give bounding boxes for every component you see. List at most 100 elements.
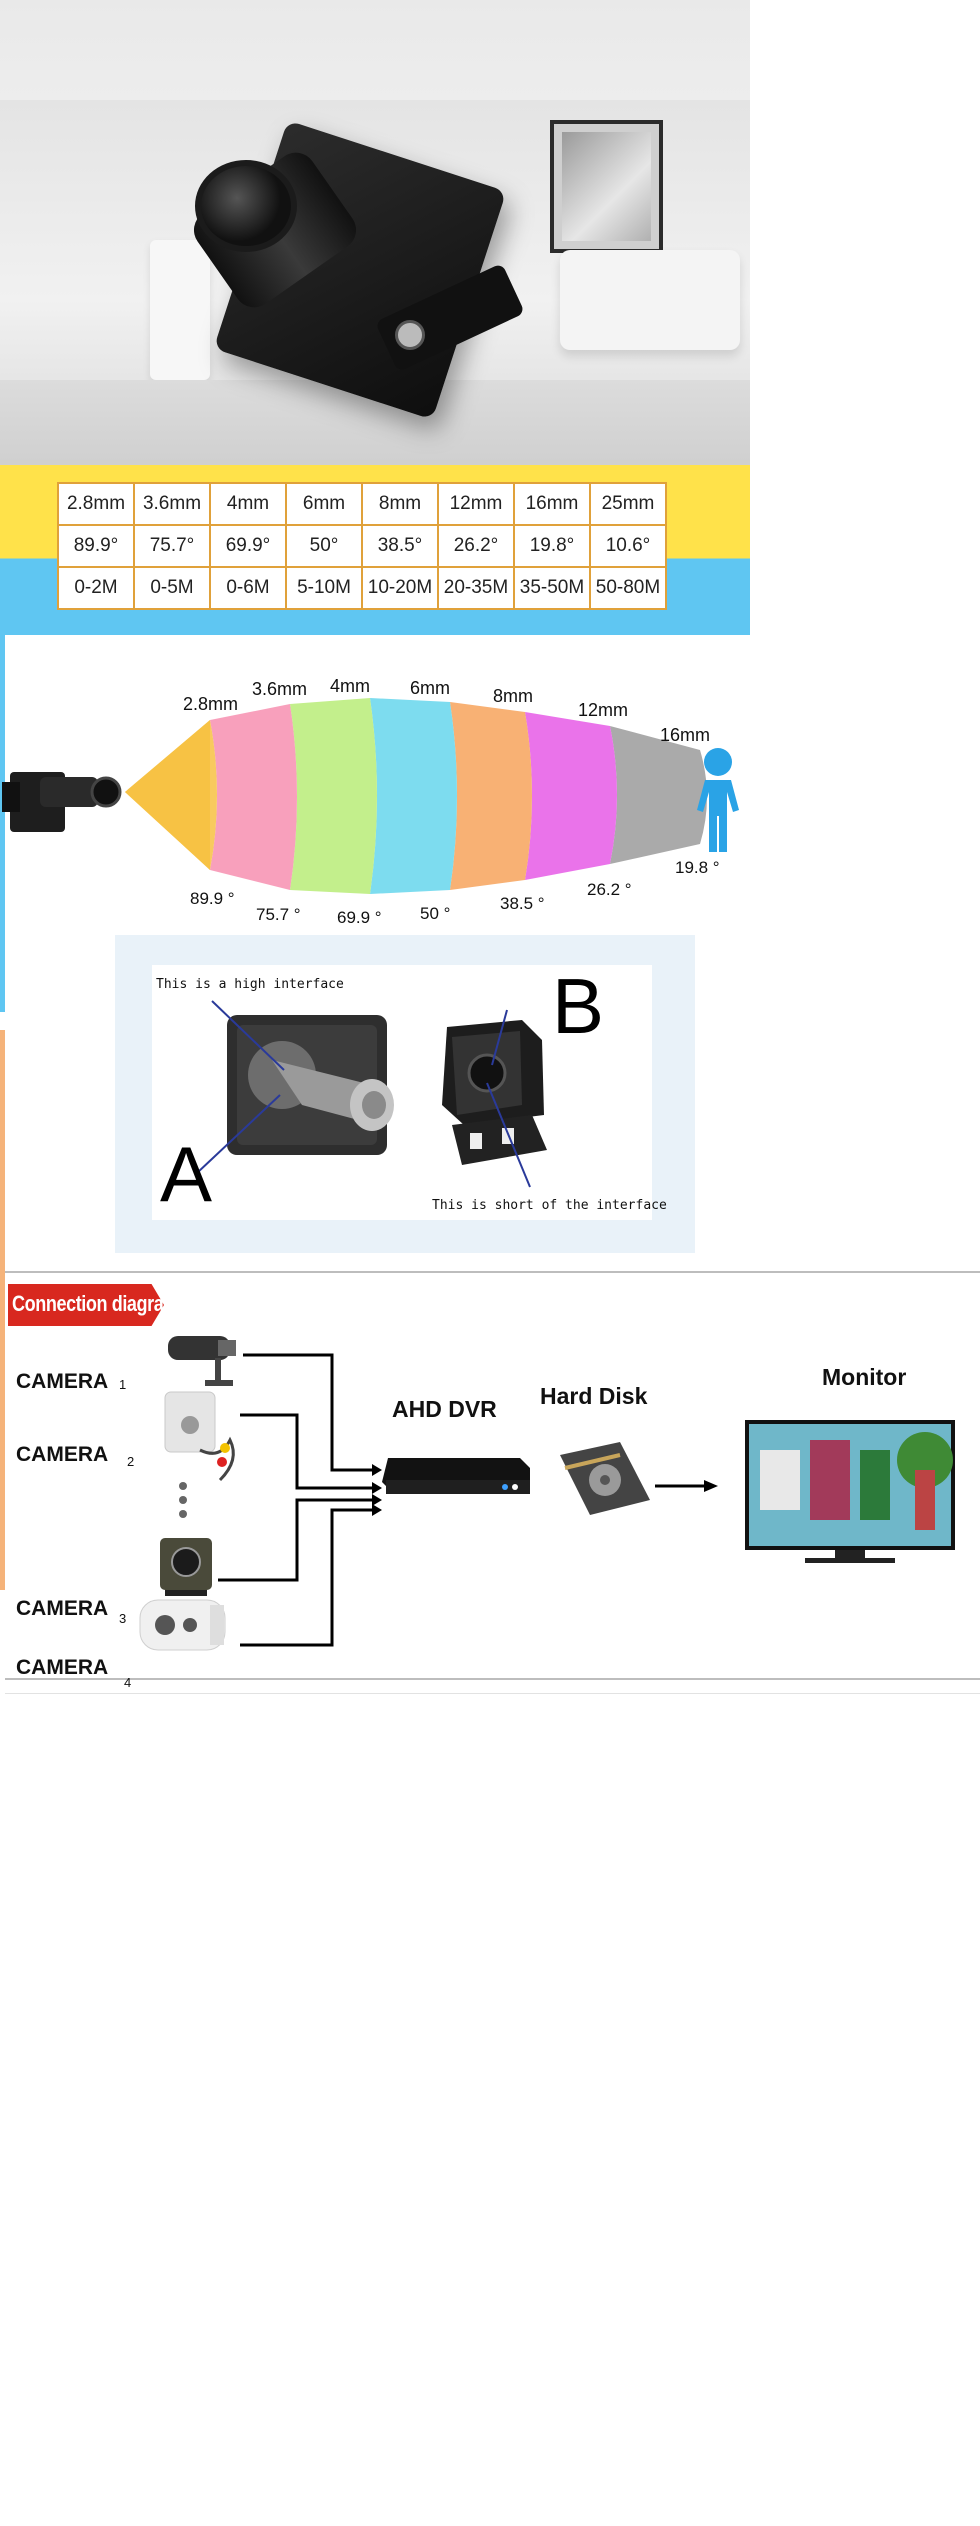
sofa [560, 250, 740, 350]
lens-angle: 50 ° [420, 904, 451, 923]
table-cell: 69.9° [209, 524, 287, 568]
lens-angle: 89.9 ° [190, 889, 235, 908]
table-cell: 4mm [209, 482, 287, 526]
side-stripe-orange [0, 1030, 5, 1590]
table-cell: 89.9° [57, 524, 135, 568]
ellipsis-dot [179, 1496, 187, 1504]
ir-bullet-camera-icon [139, 1599, 226, 1651]
fov-fan-3.6mm [210, 704, 297, 890]
lens-spec-table: 2.8mm 3.6mm 4mm 6mm 8mm 12mm 16mm 25mm 8… [57, 482, 667, 610]
connection-diagram-title: Connection diagram [12, 1291, 180, 1316]
hard-disk-label: Hard Disk [540, 1383, 648, 1409]
lens-angle: 38.5 ° [500, 894, 545, 913]
pir-camera-icon [164, 1391, 235, 1482]
table-cell: 38.5° [361, 524, 439, 568]
lens-label: 6mm [410, 678, 450, 698]
lens-label: 4mm [330, 676, 370, 696]
bullet-camera-icon [168, 1336, 236, 1386]
fov-svg [2, 698, 739, 894]
dvr-device-icon [382, 1458, 530, 1494]
fov-fan-2.8mm [125, 720, 217, 870]
table-cell: 16mm [513, 482, 591, 526]
table-cell: 50° [285, 524, 363, 568]
short-interface-text: This is short of the interface [432, 1198, 667, 1213]
camera-label: CAMERA [16, 1597, 109, 1620]
connector-arrowheads [372, 1464, 382, 1516]
label-b: B [552, 962, 605, 1050]
connection-diagram-ribbon [8, 1284, 164, 1326]
table-cell: 0-2M [57, 566, 135, 610]
fov-fan-4mm [290, 698, 377, 894]
interface-svg [196, 1000, 547, 1188]
lens-angle: 26.2 ° [587, 880, 632, 899]
table-cell: 5-10M [285, 566, 363, 610]
wall-picture [550, 120, 663, 253]
cube-camera-icon [160, 1538, 212, 1596]
camera-number: 2 [127, 1454, 135, 1469]
lens-angle: 19.8 ° [675, 858, 720, 877]
side-stripe-blue [0, 632, 5, 1012]
interface-comparison-image: This is a high interface This is short o… [152, 962, 667, 1220]
ellipsis-dot [179, 1510, 187, 1518]
table-cell: 3.6mm [133, 482, 211, 526]
lens-angle: 69.9 ° [337, 908, 382, 927]
lens-label: 12mm [578, 700, 629, 720]
divider-line [5, 1693, 980, 1694]
monitor-icon [745, 1420, 955, 1563]
fov-fan-16mm [610, 726, 707, 864]
lens-label: 3.6mm [252, 679, 308, 699]
table-cell: 26.2° [437, 524, 515, 568]
camera-number: 4 [124, 1675, 132, 1690]
table-cell: 12mm [437, 482, 515, 526]
camera-lens [195, 160, 297, 252]
lens-angle: 75.7 ° [256, 905, 301, 924]
table-cell: 19.8° [513, 524, 591, 568]
table-row: 0-2M 0-5M 0-6M 5-10M 10-20M 20-35M 35-50… [57, 566, 667, 610]
table-row: 2.8mm 3.6mm 4mm 6mm 8mm 12mm 16mm 25mm [57, 482, 667, 526]
high-interface-text: This is a high interface [156, 977, 344, 992]
table-cell: 50-80M [589, 566, 667, 610]
table-row: 89.9° 75.7° 69.9° 50° 38.5° 26.2° 19.8° … [57, 524, 667, 568]
camera-label: CAMERA [16, 1370, 109, 1393]
lens-label: 8mm [493, 686, 533, 706]
divider-line [5, 1271, 980, 1273]
table-cell: 20-35M [437, 566, 515, 610]
table-cell: 0-5M [133, 566, 211, 610]
camera-number: 3 [119, 1611, 127, 1626]
label-a: A [160, 1130, 213, 1218]
fov-fans [125, 698, 707, 894]
table-cell: 10-20M [361, 566, 439, 610]
person-icon [697, 748, 739, 852]
table-cell: 25mm [589, 482, 667, 526]
vase [150, 240, 210, 380]
arrowhead [704, 1480, 718, 1492]
fov-fan-6mm [370, 698, 457, 894]
dvr-label: AHD DVR [392, 1396, 497, 1422]
camera-label: CAMERA [16, 1656, 109, 1679]
table-cell: 35-50M [513, 566, 591, 610]
table-cell: 0-6M [209, 566, 287, 610]
high-interface-camera [196, 1000, 394, 1174]
ellipsis-dot [179, 1482, 187, 1490]
bracket-screw [395, 320, 425, 350]
camera-number: 1 [119, 1377, 127, 1392]
fov-fan-8mm [450, 702, 532, 890]
camera-label: CAMERA [16, 1443, 109, 1466]
lens-label: 2.8mm [183, 694, 239, 714]
hard-disk-icon [560, 1442, 650, 1515]
connector-lines [218, 1353, 372, 1647]
table-cell: 2.8mm [57, 482, 135, 526]
table-cell: 75.7° [133, 524, 211, 568]
table-cell: 10.6° [589, 524, 667, 568]
divider-line [5, 1678, 980, 1680]
connection-svg [139, 1336, 955, 1651]
short-interface-camera [442, 1009, 547, 1188]
table-cell: 6mm [285, 482, 363, 526]
hero-product-photo [0, 0, 750, 470]
mini-camera-icon [2, 772, 122, 832]
table-cell: 8mm [361, 482, 439, 526]
lens-label: 16mm [660, 725, 711, 745]
fov-fan-12mm [525, 712, 617, 880]
field-of-view-diagram: 2.8mm 3.6mm 4mm 6mm 8mm 12mm 16mm 89.9 °… [0, 632, 760, 927]
monitor-label: Monitor [822, 1364, 907, 1390]
